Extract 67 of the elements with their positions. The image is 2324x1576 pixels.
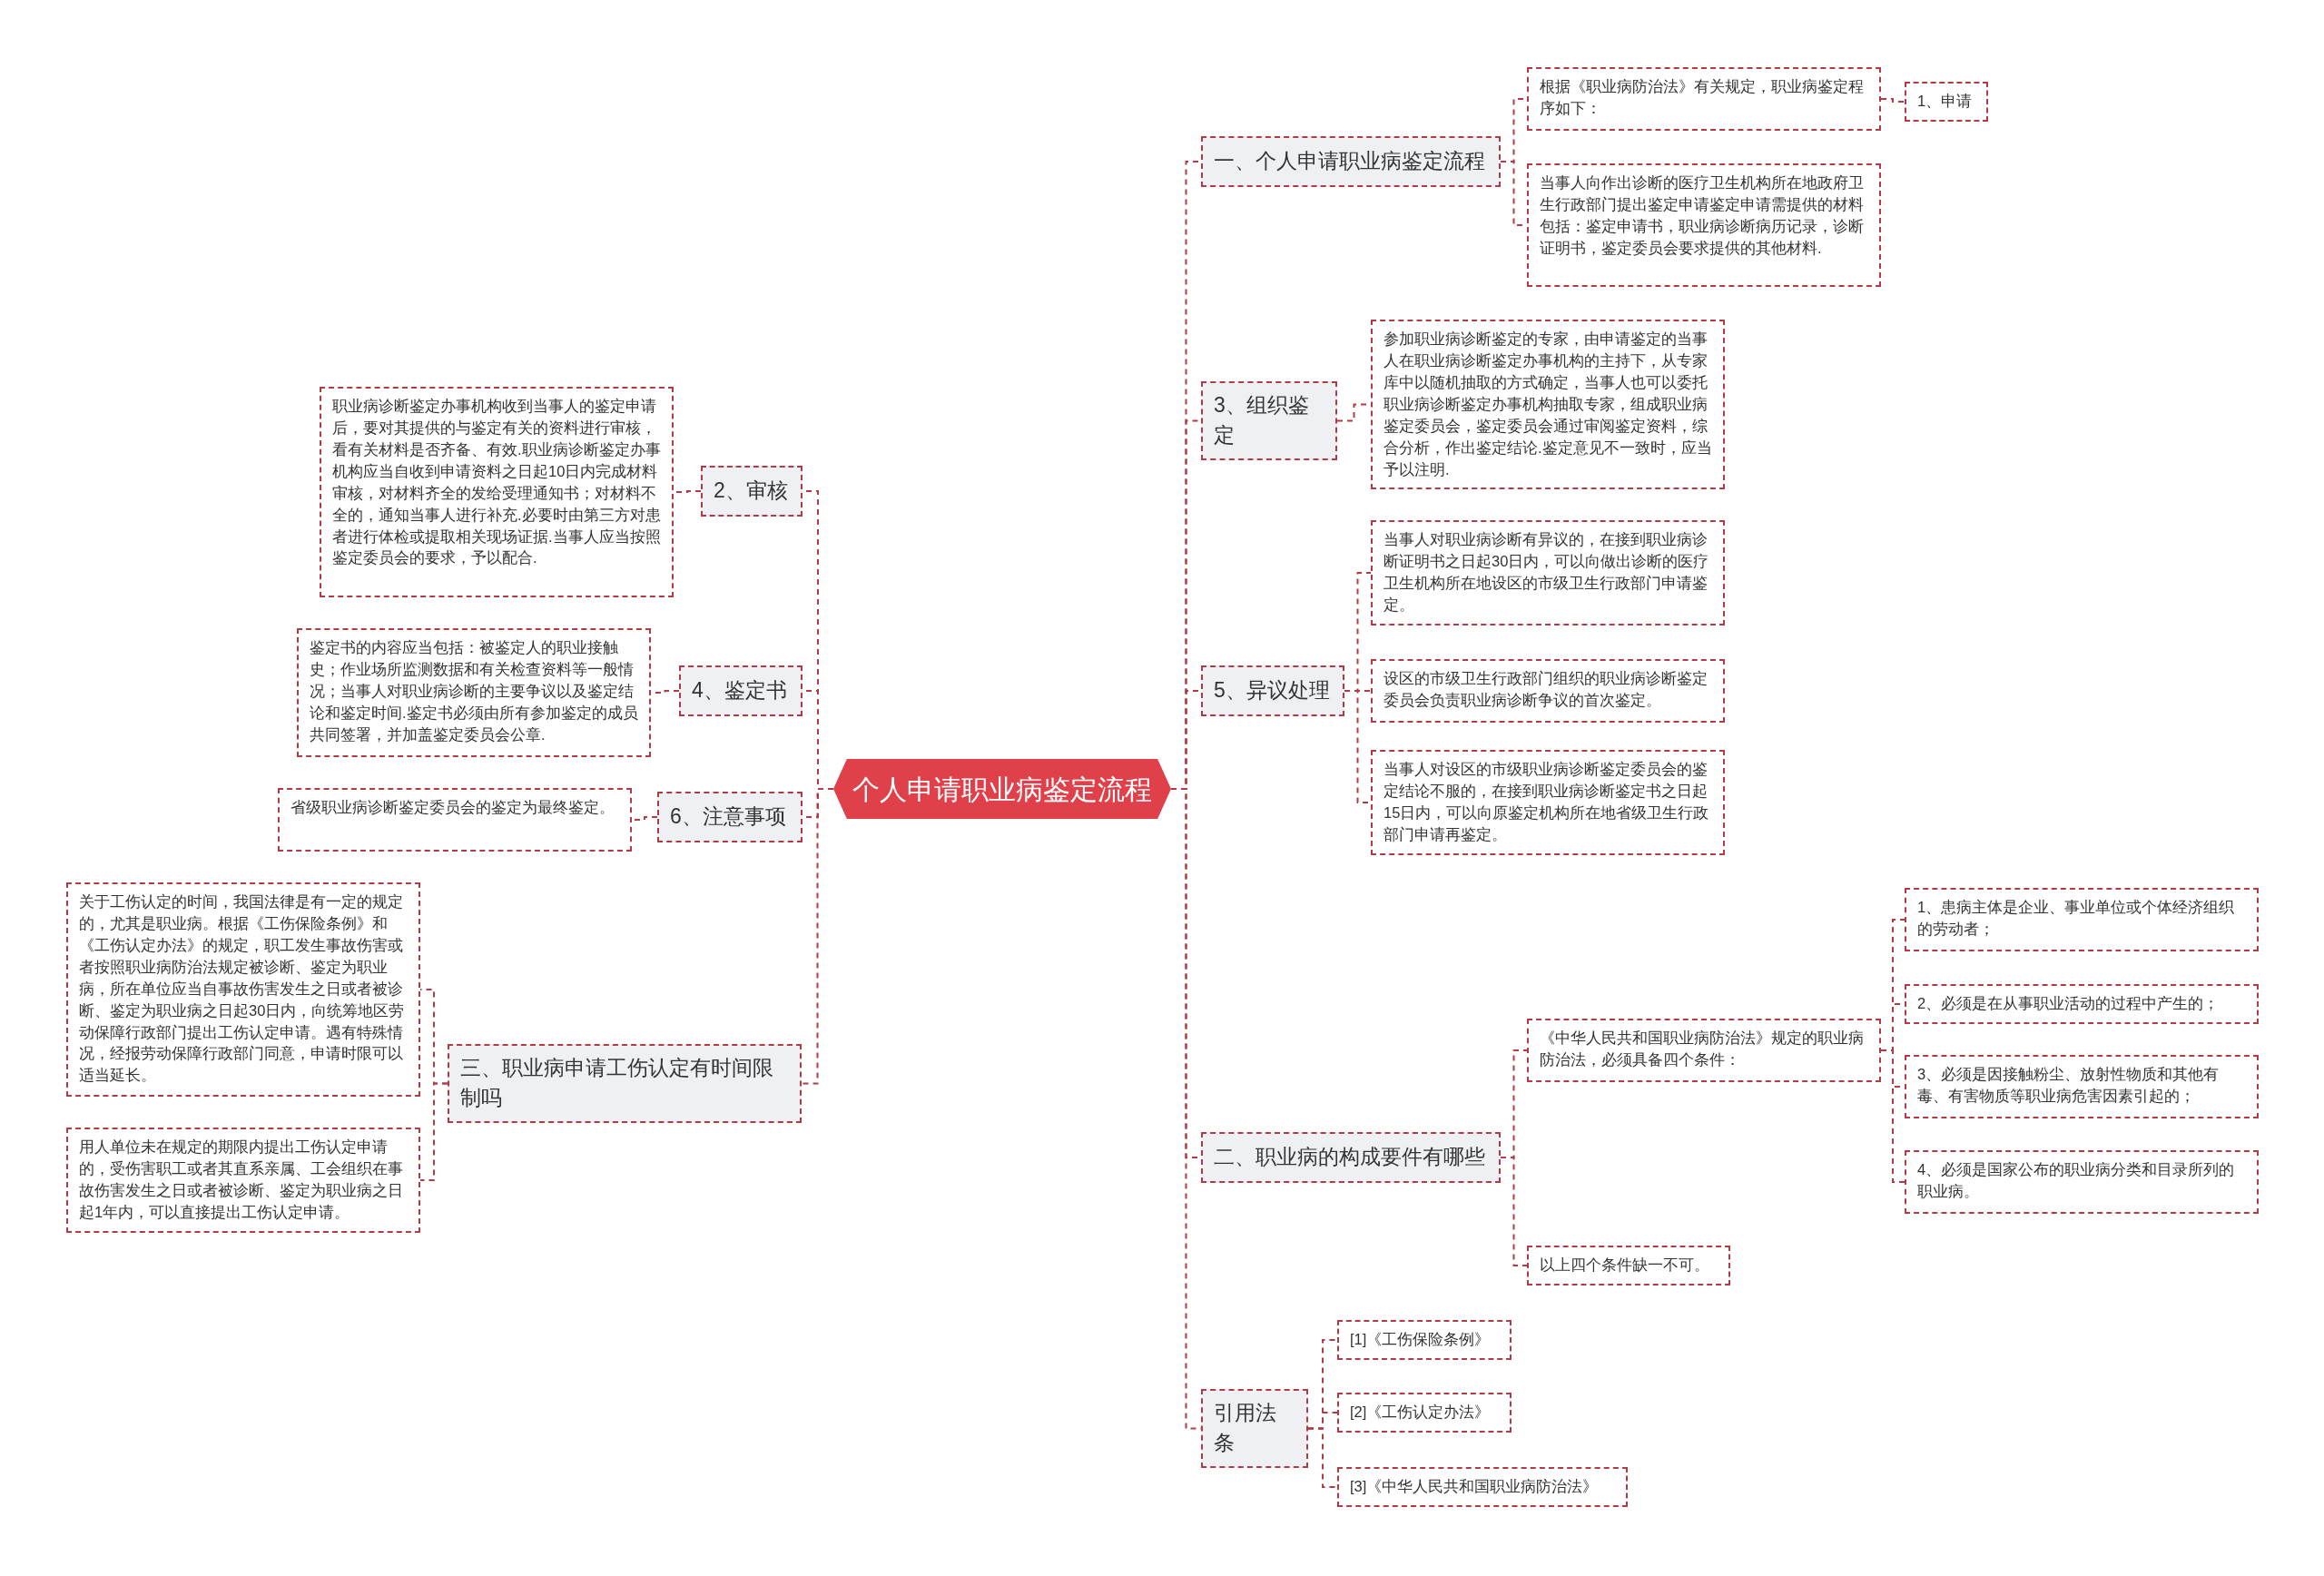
node-text: 职业病诊断鉴定办事机构收到当事人的鉴定申请后，要对其提供的与鉴定有关的资料进行审核，看有关材料是否齐备、有效.职业病诊断鉴定办事机构应当自收到申请资料之日起10日内完成材料审核，对材料齐全的发给受理通知书；对材料不全的，通知当事人进行补充.必要时由第三方对患者进行体检或提取相关现场证据.当事人应当按照鉴定委员会的要求，予以配合. bbox=[332, 398, 661, 566]
node-text: 根据《职业病防治法》有关规定，职业病鉴定程序如下： bbox=[1540, 78, 1864, 116]
node-text: 《中华人民共和国职业病防治法》规定的职业病防治法，必须具备四个条件： bbox=[1540, 1029, 1864, 1068]
node-text: 关于工伤认定的时间，我国法律是有一定的规定的，尤其是职业病。根据《工伤保险条例》和《工伤认定办法》的规定，职工发生事故伤害或者按照职业病防治法规定被诊断、鉴定为职业病，所在单位应当自事故伤害发生之日或者被诊断、鉴定为职业病之日起30日内，向统筹地区劳动保障行政部门提出工伤认定申请。遇有特殊情况，经报劳动保障行政部门同意，申请时限可以适当延长。 bbox=[79, 893, 405, 1084]
text-card bbox=[1337, 1320, 1512, 1360]
node-text: 1、患病主体是企业、事业单位或个体经济组织的劳动者； bbox=[1917, 899, 2235, 937]
node-text: [3]《中华人民共和国职业病防治法》 bbox=[1350, 1478, 1599, 1494]
node-text: 6、注意事项 bbox=[670, 803, 786, 831]
node-text: 以上四个条件缺一不可。 bbox=[1540, 1256, 1709, 1273]
node-text: 5、异议处理 bbox=[1214, 677, 1330, 704]
node-text: 1、申请 bbox=[1917, 93, 1973, 109]
branch-topic bbox=[1201, 665, 1344, 716]
text-card bbox=[1905, 82, 1988, 122]
node-text: 用人单位未在规定的期限内提出工伤认定申请的，受伤害职工或者其直系亲属、工会组织在事故伤害发生之日或者被诊断、鉴定为职业病之日起1年内，可以直接提出工伤认定申请。 bbox=[79, 1138, 403, 1220]
text-card bbox=[1371, 520, 1725, 625]
node-text: 个人申请职业病鉴定流程 bbox=[852, 773, 1152, 806]
text-card bbox=[66, 1128, 420, 1233]
node-text: 省级职业病诊断鉴定委员会的鉴定为最终鉴定。 bbox=[290, 799, 615, 815]
text-card bbox=[1905, 984, 2259, 1024]
node-text: 一、个人申请职业病鉴定流程 bbox=[1214, 148, 1485, 175]
node-text: 4、鉴定书 bbox=[692, 677, 787, 704]
branch-topic bbox=[679, 665, 803, 716]
node-text: 二、职业病的构成要件有哪些 bbox=[1214, 1144, 1485, 1171]
connector bbox=[1880, 98, 1905, 103]
node-text: 参加职业病诊断鉴定的专家，由申请鉴定的当事人在职业病诊断鉴定办事机构的主持下，从专家库中以随机抽取的方式确定，当事人也可以委托职业病诊断鉴定办事机构抽取专家，组成职业病鉴定委员会，鉴定委员会通过审阅鉴定资料，综合分析，作出鉴定结论.鉴定意见不一致时，应当予以注明. bbox=[1384, 330, 1712, 478]
text-card bbox=[66, 882, 420, 1097]
node-text: 鉴定书的内容应当包括：被鉴定人的职业接触史；作业场所监测数据和有关检查资料等一般情况；当事人对职业病诊断的主要争议以及鉴定结论和鉴定时间.鉴定书必须由所有参加鉴定的成员共同签署，并加盖鉴定委员会公章. bbox=[310, 639, 638, 743]
text-card bbox=[1337, 1467, 1628, 1507]
text-card bbox=[297, 628, 651, 757]
node-text: 设区的市级卫生行政部门组织的职业病诊断鉴定委员会负责职业病诊断争议的首次鉴定。 bbox=[1384, 670, 1708, 708]
text-card bbox=[278, 788, 632, 852]
text-card bbox=[1527, 67, 1881, 131]
text-card bbox=[1371, 659, 1725, 723]
branch-topic bbox=[1201, 1389, 1308, 1468]
node-text: [2]《工伤认定办法》 bbox=[1350, 1404, 1491, 1420]
text-card bbox=[1527, 163, 1881, 287]
node-text: 当事人对设区的市级职业病诊断鉴定委员会的鉴定结论不服的，在接到职业病诊断鉴定书之日起15日内，可以向原鉴定机构所在地省级卫生行政部门申请再鉴定。 bbox=[1384, 761, 1709, 842]
node-text: 当事人对职业病诊断有异议的，在接到职业病诊断证明书之日起30日内，可以向做出诊断的医疗卫生机构所在地设区的市级卫生行政部门申请鉴定。 bbox=[1384, 531, 1709, 613]
node-text: 2、审核 bbox=[714, 478, 788, 505]
branch-topic bbox=[448, 1044, 802, 1123]
node-text: 3、组织鉴定 bbox=[1214, 392, 1310, 449]
branch-topic bbox=[1201, 136, 1501, 187]
branch-topic bbox=[657, 792, 803, 842]
connector bbox=[801, 788, 834, 1085]
node-text: 3、必须是因接触粉尘、放射性物质和其他有毒、有害物质等职业病危害因素引起的； bbox=[1917, 1066, 2220, 1104]
connector bbox=[1880, 1049, 1905, 1183]
text-card bbox=[1371, 750, 1725, 855]
text-card bbox=[1527, 1019, 1881, 1082]
node-text: 2、必须是在从事职业活动的过程中产生的； bbox=[1917, 995, 2220, 1011]
text-card bbox=[1527, 1246, 1730, 1285]
node-text: 引用法条 bbox=[1214, 1400, 1277, 1457]
node-text: 当事人向作出诊断的医疗卫生机构所在地政府卫生行政部门提出鉴定申请鉴定申请需提供的材料包括：鉴定申请书，职业病诊断病历记录，诊断证明书，鉴定委员会要求提供的其他材料. bbox=[1540, 174, 1864, 256]
connector bbox=[1500, 1157, 1528, 1266]
node-text: [1]《工伤保险条例》 bbox=[1350, 1331, 1491, 1347]
text-card bbox=[1371, 320, 1725, 490]
connector bbox=[1307, 1427, 1338, 1488]
text-card bbox=[320, 387, 674, 597]
branch-topic bbox=[1201, 381, 1337, 460]
text-card bbox=[1337, 1393, 1512, 1433]
node-text: 三、职业病申请工伤认定有时间限制吗 bbox=[460, 1055, 774, 1112]
branch-topic bbox=[701, 466, 803, 517]
text-card bbox=[1905, 888, 2259, 951]
text-card bbox=[1905, 1055, 2259, 1118]
node-text: 4、必须是国家公布的职业病分类和目录所列的职业病。 bbox=[1917, 1161, 2235, 1199]
branch-topic bbox=[1201, 1132, 1501, 1183]
connector bbox=[419, 1082, 448, 1181]
text-card bbox=[1905, 1150, 2259, 1214]
